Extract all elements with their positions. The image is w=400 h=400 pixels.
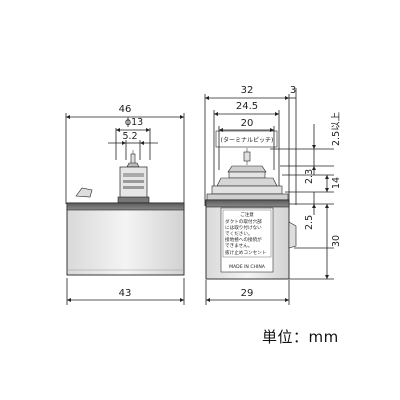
- label-line-5: できません。: [225, 242, 252, 249]
- dim-2-3-label: 2.3: [304, 169, 315, 184]
- label-line-1: ダクトの取付穴部: [225, 218, 262, 225]
- dim-2-5-min-label: 2.5以上: [331, 111, 342, 146]
- dim-20-label: 20: [241, 118, 254, 129]
- label-line-2: には取り付けない: [225, 224, 262, 231]
- dim-14-label: 14: [331, 177, 342, 189]
- dim-2-5-label: 2.5: [304, 215, 315, 230]
- dim-46-label: 46: [119, 104, 132, 115]
- left-body: [66, 153, 185, 276]
- terminal-bracket: [215, 130, 278, 148]
- label-line-6: 抜け止めコンセント: [225, 249, 266, 256]
- right-body: [205, 151, 297, 280]
- label-line-3: でください。: [225, 230, 253, 237]
- warning-label: [220, 207, 274, 273]
- dim-24-5-label: 24.5: [236, 101, 258, 112]
- right-view: [204, 88, 334, 305]
- unit-caption: 単位：mm: [262, 328, 339, 346]
- dim-5-2-label: 5.2: [122, 131, 137, 142]
- dim-43-label: 43: [119, 288, 132, 299]
- dim-30-label: 30: [331, 235, 342, 247]
- terminal-note: (ターミナルピッチ): [221, 136, 274, 144]
- label-line-4: 接地極への接続が: [225, 236, 262, 243]
- dim-phi13-label: ϕ13: [125, 117, 143, 128]
- dim-3-label: 3: [290, 85, 296, 96]
- dim-32-label: 32: [241, 85, 254, 96]
- label-title: ご注意: [240, 211, 254, 218]
- dim-29-label: 29: [241, 288, 254, 299]
- label-made-in: MADE IN CHINA: [229, 264, 266, 270]
- warning-label-text: ご注意 ダクトの取付穴部 には取り付けない でください。 接地極への接続が でき…: [225, 211, 266, 270]
